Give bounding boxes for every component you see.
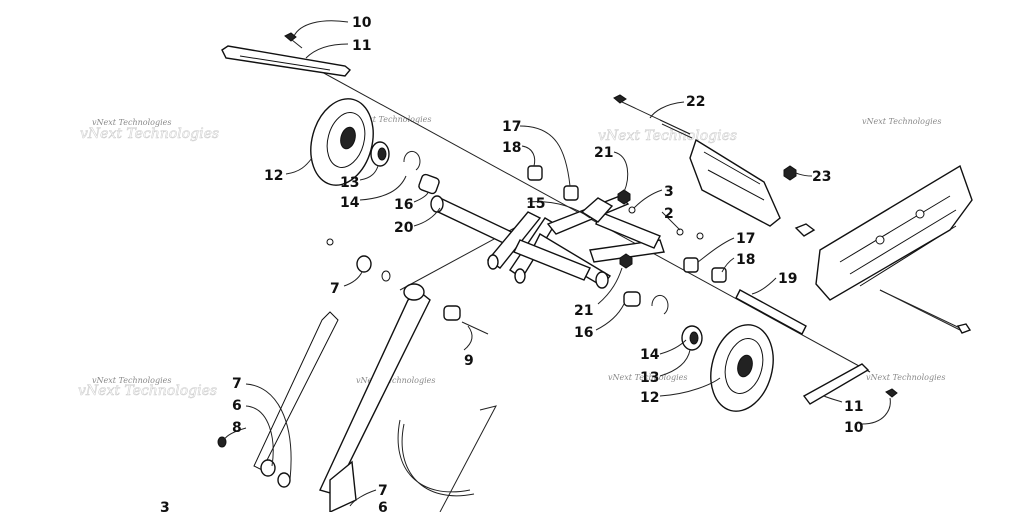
callout-6: 6 [232, 398, 242, 414]
callout-17: 17 [502, 119, 521, 135]
slide-bracket-lower [802, 363, 870, 405]
bolt-lower [885, 388, 898, 398]
callout-21: 21 [594, 145, 613, 161]
callout-15: 15 [526, 196, 545, 212]
callout-18: 18 [736, 252, 755, 268]
bushing-lower [623, 291, 641, 307]
snap-ring-lower [651, 294, 669, 315]
small-hardware [628, 206, 704, 240]
watermark-ghost: vNext Technologies [78, 383, 217, 399]
rear-arm-weldment [486, 195, 665, 289]
callout-7: 7 [232, 376, 242, 392]
callout-9: 9 [464, 353, 474, 369]
callout-14: 14 [340, 195, 360, 211]
watermark: vNext Technologies [92, 118, 171, 127]
callout-10: 10 [352, 15, 372, 31]
bearing-lower [681, 325, 703, 351]
nut-lower [619, 253, 633, 269]
callout-11: 11 [352, 38, 371, 54]
nut-top [617, 189, 631, 205]
callout-13: 13 [640, 370, 659, 386]
bushing-top [418, 173, 440, 195]
mount-bracket [689, 138, 816, 237]
watermark-ghost: vNext Technologies [598, 128, 737, 144]
callout-23: 23 [812, 169, 831, 185]
bolt-top [284, 32, 303, 49]
watermark-ghost: vNext Technologies [80, 126, 219, 142]
watermark: vNext Technologies [352, 115, 431, 124]
callout-12: 12 [264, 168, 283, 184]
idler-wheel-lower [710, 324, 774, 412]
callout-21: 21 [574, 303, 593, 319]
callout-3: 3 [664, 184, 674, 200]
spacers-right [683, 257, 727, 283]
callout-11: 11 [844, 399, 863, 415]
callout-7: 7 [330, 281, 340, 297]
shock-absorber [319, 283, 431, 512]
callout-3: 3 [160, 500, 170, 512]
slide-bracket-top [221, 45, 351, 77]
rod [735, 289, 807, 335]
callout-17: 17 [736, 231, 755, 247]
spring-rod [253, 311, 339, 471]
watermarks: vNext Technologies vNext Technologies vN… [78, 115, 946, 399]
callouts: 10 11 12 13 14 16 20 17 18 21 15 3 2 22 … [160, 15, 864, 512]
callout-14: 14 [640, 347, 660, 363]
hose [397, 405, 497, 512]
callout-18: 18 [502, 140, 521, 156]
callout-2: 2 [664, 206, 674, 222]
hardware-left-upper [326, 238, 391, 282]
side-frame-plate [815, 164, 973, 334]
watermark: vNext Technologies [356, 376, 435, 385]
callout-13: 13 [340, 175, 359, 191]
snap-ring-top [403, 150, 421, 171]
long-bolt [613, 94, 693, 139]
bearing-top [370, 141, 390, 167]
idler-wheel-top [310, 98, 374, 186]
watermark: vNext Technologies [862, 117, 941, 126]
callout-12: 12 [640, 390, 659, 406]
callout-10: 10 [844, 420, 864, 436]
callout-19: 19 [778, 271, 797, 287]
hardware-left-lower [217, 436, 291, 488]
callout-6: 6 [378, 500, 388, 512]
leader-lines [223, 20, 891, 507]
callout-20: 20 [394, 220, 414, 236]
callout-16: 16 [574, 325, 593, 341]
callout-22: 22 [686, 94, 705, 110]
callout-7: 7 [378, 483, 388, 499]
watermark: vNext Technologies [608, 373, 687, 382]
spacers-top [527, 165, 579, 201]
callout-8: 8 [232, 420, 242, 436]
callout-16: 16 [394, 197, 413, 213]
watermark: vNext Technologies [866, 373, 945, 382]
bolt-9 [443, 305, 489, 335]
watermark: vNext Technologies [92, 376, 171, 385]
